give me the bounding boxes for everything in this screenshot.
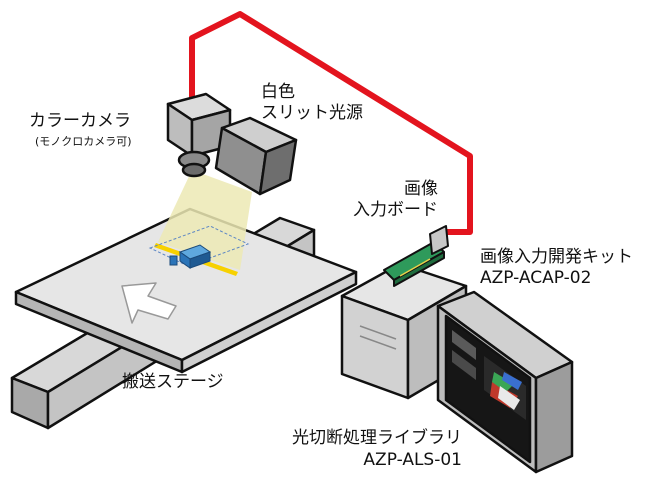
white-light-label-line2: スリット光源 [261,103,363,123]
dev-kit-model: AZP-ACAP-02 [480,268,592,288]
library-name: 光切断処理ライブラリ [292,428,462,448]
dev-kit-name: 画像入力開発キット [480,247,633,267]
capture-board-icon [383,225,449,287]
transfer-stage-label: 搬送ステージ [122,372,224,392]
capture-board-label-line1: 画像 [404,179,438,199]
workpiece [169,244,212,269]
stage-plate [14,207,358,374]
light-beam [158,170,252,270]
camera-icon [166,92,232,178]
mono-camera-note: (モノクロカメラ可) [35,135,132,148]
color-camera-label: カラーカメラ [29,111,131,131]
monitor-icon [436,290,574,474]
camera-cable [189,11,473,235]
slit-light-icon [214,116,298,196]
stage-arrow-icon [121,282,177,324]
white-light-label-line1: 白色 [261,82,295,102]
library-model: AZP-ALS-01 [363,450,462,470]
capture-board-label-line2: 入力ボード [353,200,438,220]
dashed-region [148,225,250,267]
